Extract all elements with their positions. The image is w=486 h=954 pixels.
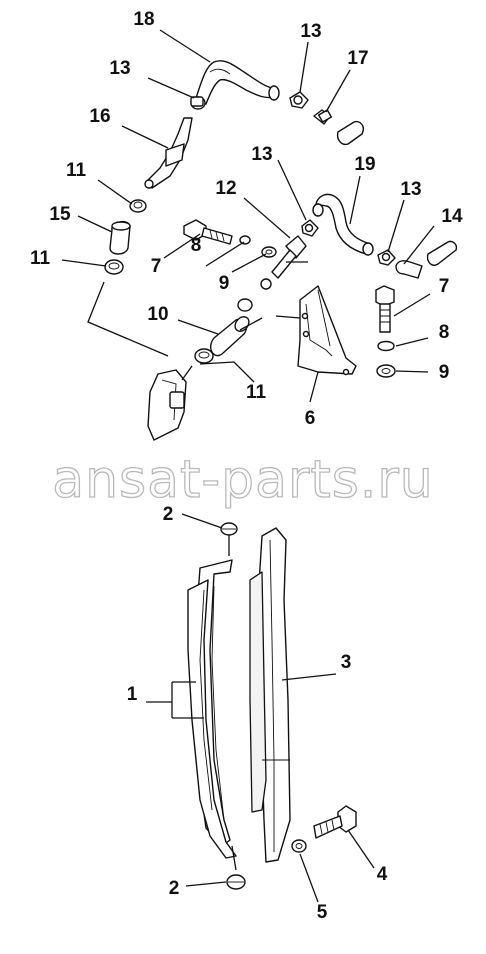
callout-17: 17 <box>347 48 368 69</box>
callout-14: 14 <box>441 206 463 227</box>
callout-12: 12 <box>215 178 236 199</box>
callout-9-a: 9 <box>219 273 230 294</box>
callout-15: 15 <box>49 204 71 225</box>
part-11-clamp-right-bottom <box>194 348 214 364</box>
part-8-washer-right <box>377 340 395 352</box>
part-6-bracket <box>275 285 357 376</box>
part-11-clamp-right-top <box>237 298 253 312</box>
part-19-hose <box>312 193 374 256</box>
callout-1: 1 <box>127 684 138 705</box>
part-17-nipple <box>313 109 333 125</box>
callout-5: 5 <box>317 902 328 923</box>
part-5-washer <box>291 839 307 853</box>
callout-7-a: 7 <box>151 256 162 277</box>
part-13-clamp-mid <box>301 219 319 237</box>
callout-13-a: 13 <box>109 58 130 79</box>
callout-3: 3 <box>341 652 352 673</box>
part-15-hose <box>109 220 131 255</box>
part-10-hose <box>210 316 250 357</box>
callout-2-top: 2 <box>163 504 174 525</box>
callout-13-b: 13 <box>300 21 321 42</box>
part-13-clamp-upper-left <box>190 96 206 110</box>
callout-16: 16 <box>89 106 110 127</box>
part-13-clamp-right <box>377 249 396 266</box>
part-8-washer-left <box>239 235 251 245</box>
callout-19: 19 <box>354 154 375 175</box>
callout-8-a: 8 <box>191 235 202 256</box>
part-18-hose <box>195 60 280 105</box>
watermark-text: ansat-parts.ru <box>52 450 434 510</box>
part-9-washer-right <box>376 364 396 378</box>
part-11-clamp-lower <box>104 259 124 275</box>
part-14-elbow <box>395 240 458 279</box>
leader-lines-lower <box>146 513 375 903</box>
callout-13-c: 13 <box>251 144 272 165</box>
callout-6: 6 <box>305 408 316 429</box>
part-2-cap-top <box>220 522 238 556</box>
callout-labels: 18 13 13 17 16 13 19 13 11 12 14 15 11 7… <box>30 9 463 923</box>
callout-11-b: 11 <box>30 248 51 269</box>
part-7-bolt-left <box>183 219 233 245</box>
part-16-pipe <box>144 117 193 189</box>
part-4-bolt <box>313 805 357 839</box>
callout-18: 18 <box>133 9 154 30</box>
callout-7-b: 7 <box>439 276 450 297</box>
part-2-cap-bottom <box>226 874 246 890</box>
hose-stub-upper-right <box>336 120 364 146</box>
callout-4: 4 <box>377 864 388 885</box>
part-7-bolt-right <box>375 285 395 333</box>
callout-10: 10 <box>147 304 168 325</box>
part-11-clamp-upper <box>129 199 147 213</box>
part-12-pipe <box>260 235 307 290</box>
callout-9-b: 9 <box>439 362 450 383</box>
callout-13-d: 13 <box>400 179 421 200</box>
callout-11-a: 11 <box>66 160 87 181</box>
part-13-clamp-upper-right <box>289 91 309 109</box>
part-1-seal <box>187 559 237 871</box>
leader-lines-upper <box>61 29 435 403</box>
callout-8-b: 8 <box>439 322 450 343</box>
callout-2-bottom: 2 <box>169 878 180 899</box>
callout-11-c: 11 <box>246 382 267 403</box>
flange-block <box>147 369 187 441</box>
part-3-panel <box>249 527 291 863</box>
